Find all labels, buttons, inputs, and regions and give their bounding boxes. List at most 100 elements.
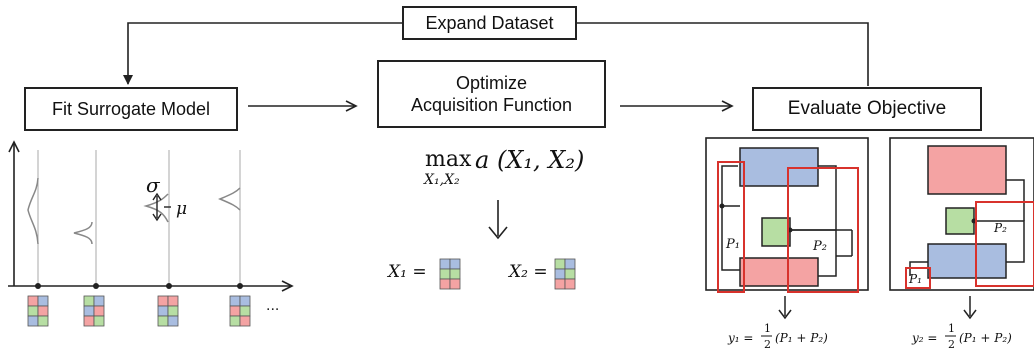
- grid-cell: [449, 268, 461, 280]
- grid-cell: [554, 258, 566, 270]
- sample-grid-2: [83, 295, 105, 327]
- red-outline-p2-layout1: [787, 167, 859, 293]
- p1-label-layout1: P₁: [725, 237, 740, 252]
- component-red-1: [739, 257, 819, 287]
- objective-formula-1: y₁ = 1 2 (P₁ + P₂): [727, 322, 828, 351]
- candidate-grid-x1: [439, 258, 461, 290]
- p2-label-layout2: P₂: [993, 221, 1007, 235]
- surrogate-plot: σ μ ...: [8, 140, 294, 327]
- evaluate-objective-box: Evaluate Objective: [752, 87, 982, 131]
- grid-cell: [554, 268, 566, 280]
- x2-label: X₂ =: [507, 262, 548, 282]
- grid-cell: [157, 295, 169, 307]
- p2-label-layout1: P₂: [812, 239, 827, 254]
- sample-point-4: [237, 283, 243, 289]
- objective-formula-2: y₂ = 1 2 (P₁ + P₂): [911, 322, 1012, 351]
- evaluate-objective-label: Evaluate Objective: [787, 98, 947, 120]
- layout-panel-2: P₁ P₂: [889, 137, 1034, 291]
- y1-lhs: y₁ =: [727, 331, 753, 345]
- acquisition-panel: max X₁,X₂ a (X₁, X₂) X₁ = X₂ =: [386, 146, 584, 290]
- wire-2b: [1006, 179, 1025, 221]
- max-operator: max: [425, 147, 472, 172]
- grid-cell: [157, 315, 169, 327]
- wire-1b: [818, 165, 837, 277]
- grid-cell: [93, 295, 105, 307]
- mu-label: μ: [176, 199, 187, 219]
- grid-cell: [27, 315, 39, 327]
- grid-cell: [83, 295, 95, 307]
- sample-grid-4: [229, 295, 251, 327]
- y1-frac-num: 1: [764, 322, 771, 335]
- y1-frac-den: 2: [764, 338, 771, 351]
- sample-point-2: [93, 283, 99, 289]
- grid-cell: [37, 315, 49, 327]
- grid-cell: [83, 315, 95, 327]
- wire-2c: [909, 261, 928, 276]
- grid-cell: [239, 305, 251, 317]
- grid-cell: [229, 295, 241, 307]
- sample-grid-3: [157, 295, 179, 327]
- grid-cell: [229, 305, 241, 317]
- grid-cell: [439, 278, 451, 290]
- grid-cell: [439, 268, 451, 280]
- fit-surrogate-label: Fit Surrogate Model: [51, 98, 211, 119]
- grid-cell: [27, 305, 39, 317]
- gaussian-curve-3: [143, 193, 169, 223]
- grid-cell: [37, 295, 49, 307]
- grid-cell: [564, 258, 576, 270]
- y2-lhs: y₂ =: [911, 331, 937, 345]
- wire-1a: [721, 165, 740, 271]
- y2-rhs: (P₁ + P₂): [959, 331, 1012, 345]
- x1-label: X₁ =: [386, 262, 427, 282]
- component-red-2: [927, 145, 1007, 195]
- red-outline-p1-layout2: [905, 267, 931, 289]
- optimize-label-line1: Optimize: [455, 72, 527, 93]
- expand-dataset-box: Expand Dataset: [402, 6, 577, 40]
- gaussian-curve-1: [27, 177, 39, 245]
- optimize-acquisition-box: Optimize Acquisition Function: [377, 60, 606, 128]
- candidate-grid-x2: [554, 258, 576, 290]
- grid-cell: [229, 315, 241, 327]
- grid-cell: [27, 295, 39, 307]
- component-green-2: [945, 207, 975, 235]
- sigma-label: σ: [146, 173, 161, 197]
- component-blue-2: [927, 243, 1007, 279]
- more-samples-ellipsis: ...: [266, 297, 279, 314]
- red-outline-p1-layout1: [717, 161, 745, 293]
- grid-cell: [564, 268, 576, 280]
- grid-cell: [93, 315, 105, 327]
- sample-grid-1: [27, 295, 49, 327]
- p1-label-layout2: P₁: [908, 272, 922, 286]
- grid-cell: [449, 258, 461, 270]
- wire-2a: [974, 220, 1025, 263]
- grid-cell: [167, 295, 179, 307]
- component-green-1: [761, 217, 791, 247]
- grid-cell: [83, 305, 95, 317]
- gaussian-curve-4: [218, 187, 241, 211]
- grid-cell: [93, 305, 105, 317]
- sample-point-1: [35, 283, 41, 289]
- grid-cell: [239, 315, 251, 327]
- grid-cell: [157, 305, 169, 317]
- grid-cell: [439, 258, 451, 270]
- layout-panel-1: P₁ P₂: [705, 137, 869, 293]
- loop-line-left: [123, 22, 402, 85]
- sample-point-3: [166, 283, 172, 289]
- loop-line-right: [577, 22, 869, 86]
- grid-cell: [239, 295, 251, 307]
- sample-grids: [27, 295, 251, 327]
- max-subscript: X₁,X₂: [423, 172, 460, 188]
- optimize-label-line2: Acquisition Function: [410, 95, 573, 115]
- y1-rhs: (P₁ + P₂): [775, 331, 828, 345]
- expand-dataset-label: Expand Dataset: [425, 12, 554, 33]
- red-outline-p2-layout2: [975, 201, 1034, 287]
- grid-cell: [554, 278, 566, 290]
- fit-surrogate-box: Fit Surrogate Model: [24, 87, 238, 131]
- grid-cell: [37, 305, 49, 317]
- y2-frac-den: 2: [948, 338, 955, 351]
- candidate-grids: [439, 258, 576, 290]
- grid-cell: [564, 278, 576, 290]
- grid-cell: [167, 315, 179, 327]
